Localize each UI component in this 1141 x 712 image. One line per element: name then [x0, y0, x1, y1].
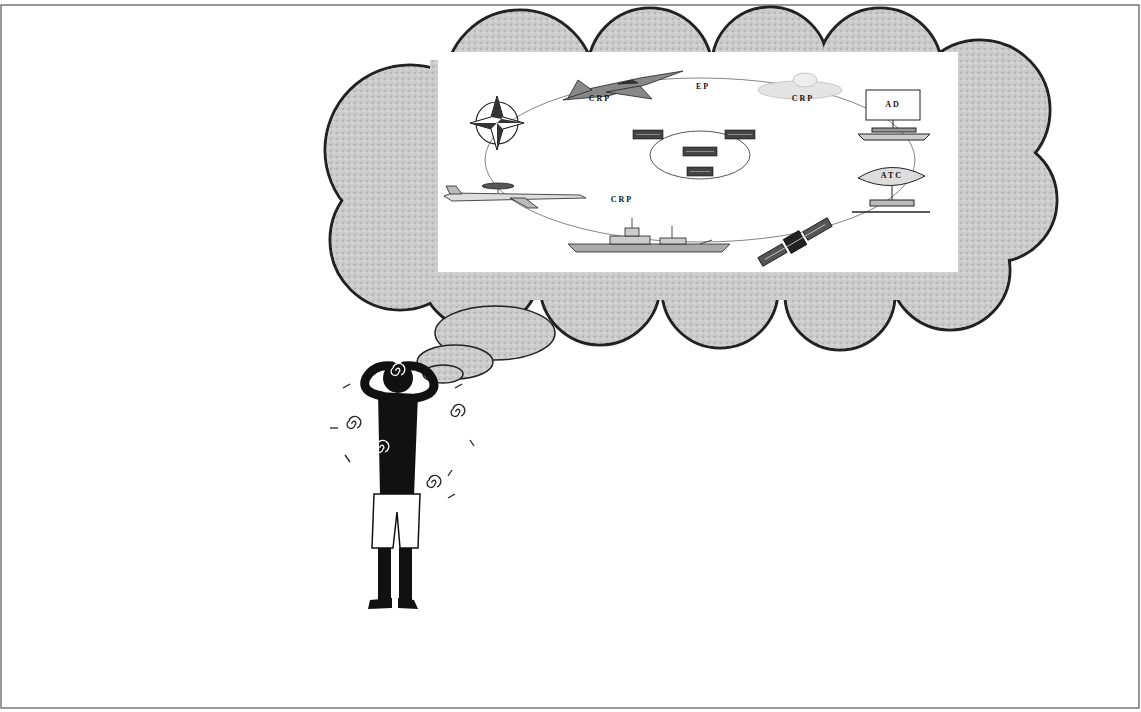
confused-person — [330, 363, 474, 609]
warship — [568, 218, 730, 252]
nato-compass — [470, 96, 524, 150]
right-leg — [399, 548, 412, 600]
atc-radar — [852, 167, 930, 212]
right-shoe — [398, 598, 418, 609]
station-label: AD — [885, 101, 901, 109]
left-leg — [378, 548, 391, 600]
core-boxes — [633, 130, 755, 176]
frame — [1, 5, 1139, 708]
network-diagram — [438, 52, 958, 272]
left-shoe — [368, 598, 392, 609]
station-label: CRP — [611, 196, 633, 204]
thought-cloud — [325, 7, 1057, 383]
cloud-outline — [325, 7, 1057, 350]
dizzy-swirls — [347, 363, 465, 487]
motion-dashes — [330, 384, 474, 498]
station-label: CRP — [792, 95, 814, 103]
air-defence-console — [858, 90, 930, 140]
station-label: CRP — [589, 95, 611, 103]
head — [383, 363, 413, 393]
station-label: ATC — [881, 172, 903, 180]
station-label: EP — [696, 83, 710, 91]
diagram-panel — [438, 52, 958, 272]
core-box-marks — [636, 135, 752, 172]
shorts — [372, 494, 420, 548]
awacs-aircraft — [444, 183, 586, 208]
cloud-fill — [327, 9, 1056, 349]
torso — [378, 392, 418, 496]
fighter-jet — [563, 71, 683, 100]
satellite — [756, 215, 833, 269]
network-ring — [485, 78, 915, 242]
